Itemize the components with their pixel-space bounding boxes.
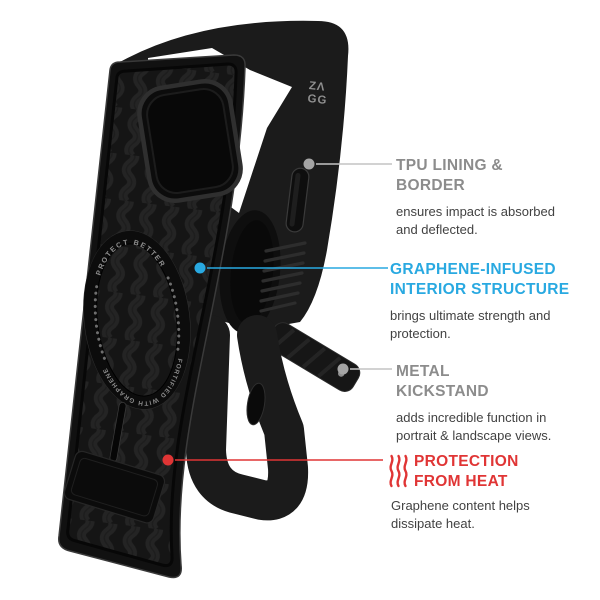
grip-ribs — [259, 241, 307, 313]
callout-title-line1: GRAPHENE-INFUSED — [390, 261, 556, 278]
front-case: PROTECT BETTER FORTIFIED WITH GRAPHENE — [57, 54, 246, 579]
callout-dot-kickstand — [337, 363, 349, 375]
callout-title-line1: PROTECTION — [414, 453, 519, 470]
callout-title-line2: FROM HEAT — [414, 473, 508, 490]
callout-dot-tpu — [303, 158, 315, 170]
back-case-frame — [186, 315, 309, 521]
callout-protection-from-heat: PROTECTION FROM HEAT Graphene content he… — [388, 452, 530, 532]
kickstand-recess — [63, 450, 166, 524]
callout-title-line2: INTERIOR STRUCTURE — [390, 281, 570, 298]
callout-graphene-interior: GRAPHENE-INFUSED INTERIOR STRUCTURE brin… — [390, 260, 569, 342]
callout-title-line2: BORDER — [396, 177, 465, 194]
callout-title: GRAPHENE-INFUSED INTERIOR STRUCTURE — [390, 260, 569, 300]
callout-title-line1: TPU LINING & — [396, 157, 503, 174]
callout-description: ensures impact is absorbed and deflected… — [396, 204, 555, 237]
zagg-logo: ZΛ GG — [307, 80, 328, 107]
callout-title: METAL KICKSTAND — [396, 362, 551, 402]
callout-tpu-lining-border: TPU LINING & BORDER ensures impact is ab… — [396, 156, 555, 238]
callout-description: brings ultimate strength and protection. — [390, 308, 551, 341]
callout-connectors — [162, 158, 392, 466]
callout-description: adds incredible function in portrait & l… — [396, 410, 552, 443]
ring-dots-left — [93, 285, 108, 364]
callout-title-line2: KICKSTAND — [396, 383, 489, 400]
ring-dots-right — [166, 276, 181, 355]
callout-title: PROTECTION FROM HEAT — [414, 452, 519, 492]
callout-title: TPU LINING & BORDER — [396, 156, 555, 196]
callout-dot-heat — [162, 454, 174, 466]
camera-cutout — [137, 79, 243, 203]
frame-slot-cutout — [246, 382, 266, 426]
callout-title-line1: METAL — [396, 363, 450, 380]
zagg-logo-line2: GG — [307, 93, 328, 107]
heat-waves-icon — [389, 454, 408, 488]
callout-description: Graphene content helps dissipate heat. — [391, 498, 530, 531]
callout-dot-graphene — [194, 262, 206, 274]
callout-metal-kickstand: METAL KICKSTAND adds incredible function… — [396, 362, 551, 444]
zagg-logo-line1: ZΛ — [308, 80, 326, 94]
side-button — [285, 167, 310, 233]
back-case-cavity-inner — [230, 220, 274, 324]
